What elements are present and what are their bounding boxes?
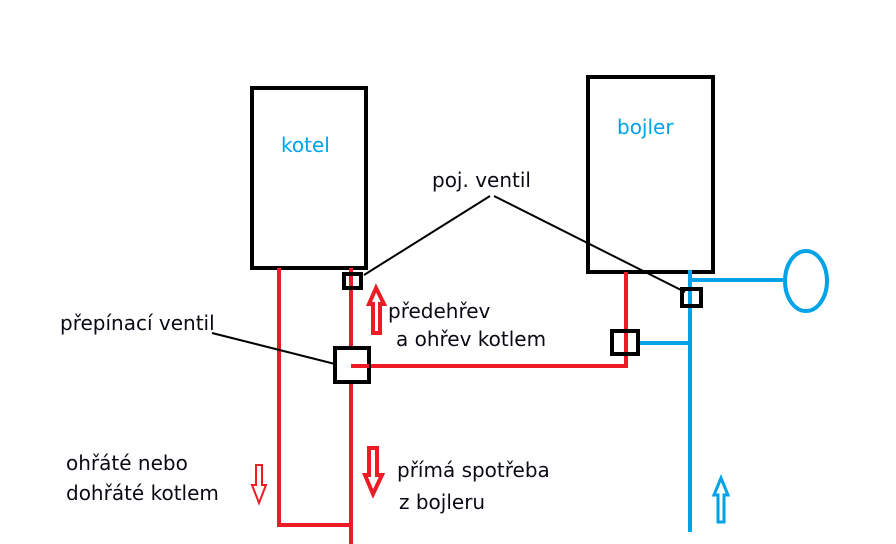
direct-label-2: z bojleru [399,490,485,514]
bojler-label: bojler [617,115,674,139]
kotel-box [250,86,368,270]
expansion-vessel [783,249,829,313]
kotel-safety-valve [342,272,363,290]
arrow-up-blue-icon [711,474,731,524]
safety-valve-label: poj. ventil [432,168,531,192]
bojler-mixing-valve [610,329,640,356]
bojler-box [586,75,715,274]
switch-valve-label: přepínací ventil [60,311,215,335]
preheat-label-1: předehřev [388,299,491,323]
hot-pipes [277,268,628,544]
preheat-label-2: a ohřev kotlem [396,327,546,351]
cold-pipes [638,249,829,532]
heated-label-2: dohřáté kotlem [66,481,219,505]
arrow-up-icon [365,283,388,335]
bojler-hot-pipe [353,272,628,368]
direct-label-1: přímá spotřeba [397,458,550,482]
leader-lines [211,195,686,365]
arrow-down-small-icon [250,464,268,506]
kotel-label: kotel [281,133,330,157]
bojler-safety-valve [680,287,703,308]
arrow-down-icon [361,446,386,499]
heated-label-1: ohřáté nebo [66,451,188,475]
heated-outlet-pipe [277,268,351,527]
